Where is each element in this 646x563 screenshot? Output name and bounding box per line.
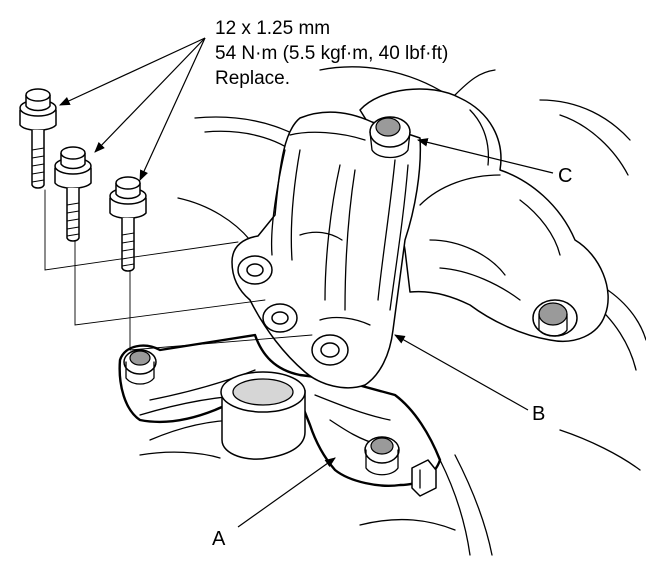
rubber-stopper [220,371,306,460]
callout-b: B [532,403,545,425]
bolt-3-icon [109,176,147,272]
callout-leaders [237,138,554,528]
spec-arrows [59,37,206,181]
torque-spec: 12 x 1.25 mm 54 N·m (5.5 kgf·m, 40 lbf·f… [215,18,448,89]
spec-note: Replace. [215,68,290,89]
callout-c: C [558,165,572,187]
bolt-1-icon [19,88,57,189]
bolt-2-icon [54,146,92,242]
callout-a: A [212,528,226,550]
spec-thread-size: 12 x 1.25 mm [215,18,330,39]
mount-bracket [231,111,422,389]
lower-bracket [118,333,442,497]
bolt-guide-lines [44,189,313,351]
transmission-mount [359,88,609,342]
spec-torque: 54 N·m (5.5 kgf·m, 40 lbf·ft) [215,43,448,64]
